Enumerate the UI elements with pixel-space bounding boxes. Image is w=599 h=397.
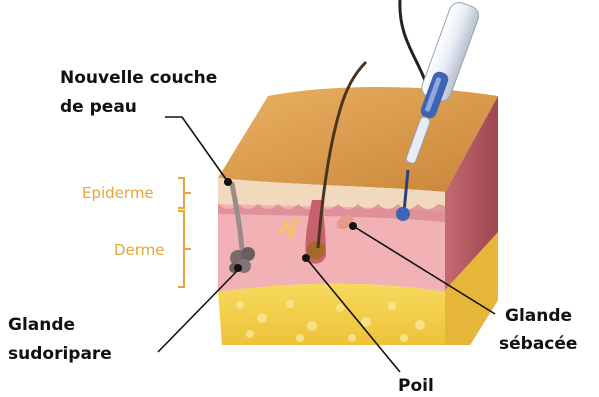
- label-hair: Poil: [398, 376, 434, 396]
- label-sebaceous-line2: sébacée: [499, 334, 577, 354]
- label-sweat-gland-line1: Glande: [8, 315, 75, 335]
- epidermis-bracket: [178, 178, 191, 208]
- leader-new-layer: [165, 117, 228, 182]
- label-new-layer-line2: de peau: [60, 97, 137, 117]
- probe-handle: [419, 0, 481, 104]
- skin-block: [218, 62, 498, 345]
- dermis-bracket: [178, 211, 191, 287]
- probe-bulb: [396, 207, 410, 221]
- label-epidermis: Epiderme: [82, 184, 154, 202]
- layer-brackets: [178, 178, 191, 287]
- probe-cable: [400, 0, 428, 90]
- hair-bulb: [307, 241, 325, 259]
- label-sebaceous-line1: Glande: [505, 306, 572, 326]
- label-dermis: Derme: [114, 241, 165, 259]
- label-sweat-gland-line2: sudoripare: [8, 344, 112, 364]
- label-new-layer-line1: Nouvelle couche: [60, 68, 217, 88]
